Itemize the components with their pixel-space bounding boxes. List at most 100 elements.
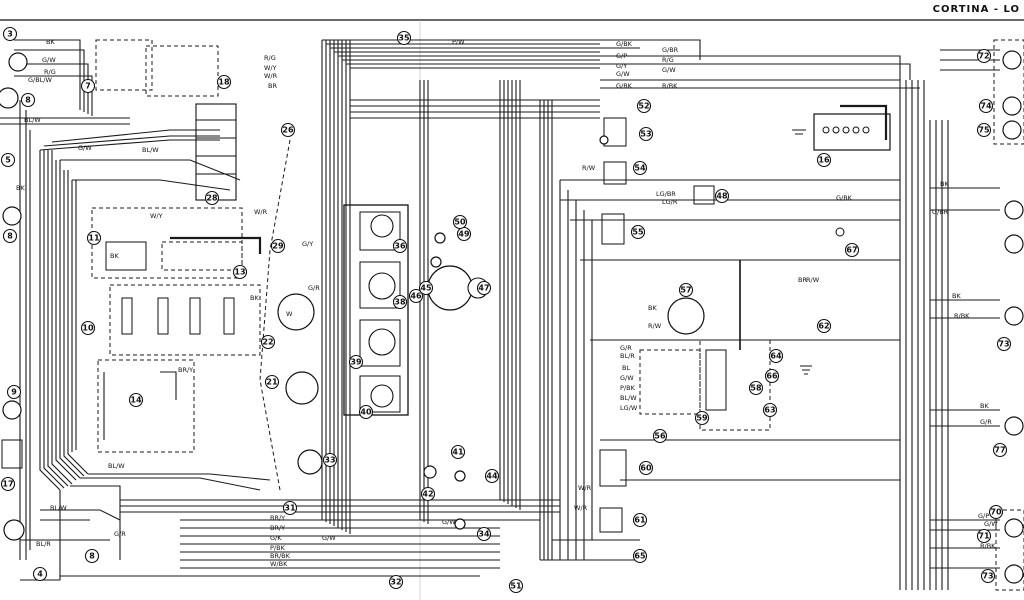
wire-color-code: R/BK	[662, 82, 678, 90]
wire-color-code: BK	[940, 180, 949, 188]
svg-text:44: 44	[486, 472, 498, 481]
svg-text:7: 7	[85, 82, 91, 91]
wire-color-code: BK	[46, 38, 55, 46]
component-callout: 47	[476, 280, 492, 296]
component-callout: 55	[630, 224, 646, 240]
svg-text:11: 11	[88, 234, 100, 243]
svg-text:5: 5	[5, 156, 11, 165]
wire-color-code: G/W	[78, 144, 92, 152]
component-callout: 38	[392, 294, 408, 310]
wire-color-code: BK	[16, 184, 25, 192]
ignition-section	[91, 207, 262, 453]
component-callout: 17	[0, 476, 16, 492]
diagram-title: CORTINA - LO	[932, 4, 1020, 15]
wire-color-code: G/R	[980, 418, 992, 426]
svg-text:28: 28	[206, 194, 218, 203]
wire-color-code: LG/BR	[656, 190, 676, 198]
component-callout: 51	[508, 578, 524, 594]
right-equipment	[599, 104, 891, 533]
wire-color-code: W/R	[578, 484, 592, 492]
wire-color-code: G/R	[620, 344, 632, 352]
wire-color-code: G/K	[270, 534, 282, 542]
right-harness	[559, 49, 1000, 590]
component-callout: 5	[0, 152, 16, 168]
wire-color-code: W/Y	[264, 64, 277, 72]
wire-color-code: R/G	[264, 54, 276, 62]
svg-text:22: 22	[262, 338, 273, 347]
wire-color-code: BL/W	[620, 394, 637, 402]
component-callout: 26	[280, 122, 296, 138]
center-harness	[321, 39, 920, 560]
svg-text:18: 18	[218, 78, 230, 87]
svg-text:52: 52	[638, 102, 649, 111]
component-callout: 4	[32, 566, 48, 582]
svg-text:8: 8	[7, 232, 13, 241]
ground-symbols	[470, 39, 812, 375]
svg-text:17: 17	[2, 480, 13, 489]
svg-text:77: 77	[994, 446, 1005, 455]
wire-color-code: G/P	[616, 52, 627, 60]
svg-text:10: 10	[82, 324, 94, 333]
component-callout: 32	[388, 574, 404, 590]
wire-color-code: BK	[952, 292, 961, 300]
wire-color-code: BL	[622, 364, 630, 372]
wire-color-code: BR	[798, 276, 807, 284]
component-callout: 46	[408, 288, 424, 304]
component-callout: 73	[980, 568, 996, 584]
component-callout: 40	[358, 404, 374, 420]
component-callout: 42	[420, 486, 436, 502]
svg-text:32: 32	[390, 578, 401, 587]
wire-color-code: R/W	[806, 276, 820, 284]
component-callout: 52	[636, 98, 652, 114]
wire-color-code: R/BK	[980, 542, 996, 550]
svg-text:34: 34	[478, 530, 490, 539]
wire-color-code: W/Y	[150, 212, 163, 220]
component-callout: 22	[260, 334, 276, 350]
wire-color-code: P/BK	[270, 544, 286, 552]
svg-text:73: 73	[982, 572, 993, 581]
component-callout: 9	[6, 384, 22, 400]
svg-text:42: 42	[422, 490, 433, 499]
wire-color-code: G/BR	[932, 208, 949, 216]
instrument-cluster	[343, 204, 489, 416]
wire-color-code: G/W	[620, 374, 634, 382]
wire-color-code: G/R	[308, 284, 320, 292]
wire-color-code: G/Y	[302, 240, 313, 248]
svg-text:31: 31	[284, 504, 296, 513]
component-callout: 8	[2, 228, 18, 244]
wire-color-code: BL/W	[24, 116, 41, 124]
svg-text:45: 45	[420, 284, 432, 293]
component-callout: 72	[976, 48, 992, 64]
wire-color-code: BL/R	[620, 352, 635, 360]
component-callout: 70	[988, 504, 1004, 520]
wire-color-code: LG/W	[620, 404, 638, 412]
component-callout: 64	[768, 348, 784, 364]
svg-text:55: 55	[632, 228, 644, 237]
wire-color-code: P/BK	[620, 384, 636, 392]
svg-text:53: 53	[640, 130, 651, 139]
svg-text:3: 3	[7, 30, 13, 39]
wire-color-code: G/BK	[836, 194, 853, 202]
wire-color-code: P/W	[452, 38, 465, 46]
component-callout: 3	[2, 26, 18, 42]
component-callout: 53	[638, 126, 654, 142]
component-callout: 36	[392, 238, 408, 254]
component-callout: 10	[80, 320, 96, 336]
wire-color-code: G/BR	[662, 46, 679, 54]
wire-color-code: G/W	[42, 56, 56, 64]
component-callout: 66	[764, 368, 780, 384]
component-callout: 60	[638, 460, 654, 476]
svg-text:70: 70	[990, 508, 1002, 517]
svg-text:75: 75	[978, 126, 990, 135]
indicator-lamps	[423, 135, 609, 530]
wire-color-code: W/R	[264, 72, 278, 80]
svg-text:21: 21	[266, 378, 278, 387]
component-callout: 50	[452, 214, 468, 230]
svg-text:67: 67	[846, 246, 857, 255]
component-callout: 34	[476, 526, 492, 542]
wire-color-code: W/R	[254, 208, 268, 216]
wire-color-code: G/W	[616, 70, 630, 78]
component-callout: 39	[348, 354, 364, 370]
svg-text:26: 26	[282, 126, 294, 135]
